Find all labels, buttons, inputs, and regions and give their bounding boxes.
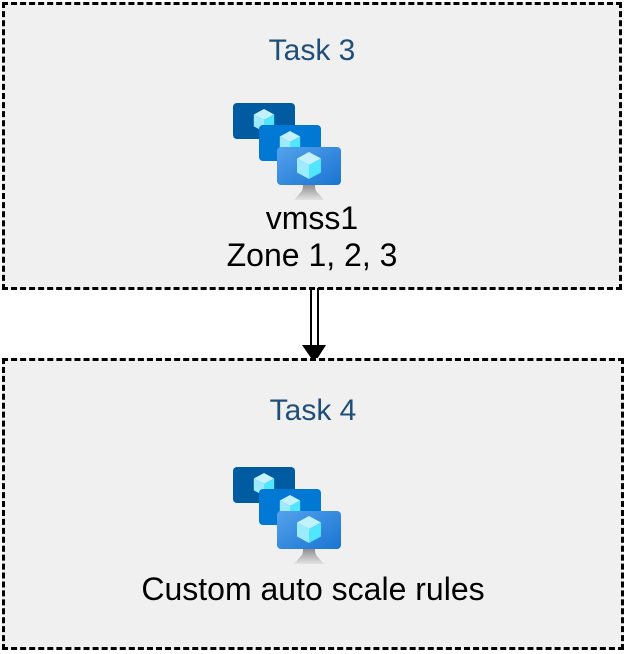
task3-box: Task 3 vmss1 Zone 1, 2, 3	[2, 2, 622, 290]
vm-scale-sets-icon	[231, 461, 343, 567]
task4-box: Task 4 Custom auto scale rules	[2, 358, 624, 650]
zones-label: Zone 1, 2, 3	[226, 237, 398, 273]
task4-title: Task 4	[269, 394, 357, 427]
task3-title: Task 3	[268, 34, 356, 67]
vm-scale-sets-icon	[231, 97, 343, 203]
task4-caption: Custom auto scale rules	[5, 571, 621, 608]
autoscale-rules-label: Custom auto scale rules	[141, 571, 485, 607]
task3-caption: vmss1 Zone 1, 2, 3	[5, 200, 619, 274]
vmss-name-label: vmss1	[265, 200, 359, 236]
down-arrow	[302, 288, 326, 363]
arrow-head	[302, 345, 326, 363]
